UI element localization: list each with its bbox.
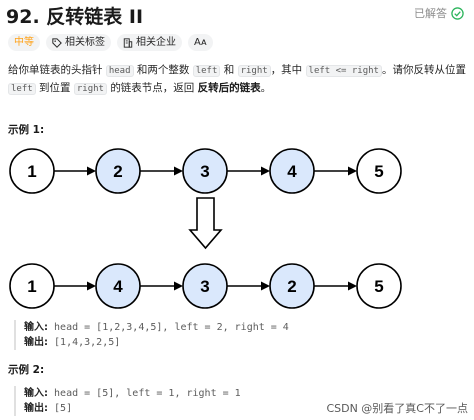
example2-title: 示例 2: bbox=[8, 364, 45, 376]
desc-bold: 反转后的链表 bbox=[197, 82, 261, 94]
after-node-label-3: 3 bbox=[200, 277, 209, 296]
list-before-reversal: 1 2 3 4 5 bbox=[9, 148, 402, 194]
difficulty-badge[interactable]: 中等 bbox=[8, 34, 40, 51]
code-head: head bbox=[105, 65, 134, 77]
after-node-label-5: 5 bbox=[374, 277, 383, 296]
before-node-4 bbox=[269, 148, 315, 194]
before-arrowhead-2 bbox=[174, 166, 183, 176]
related-companies-button[interactable]: 相关企业 bbox=[117, 34, 182, 51]
after-arrowhead-1 bbox=[87, 281, 96, 291]
before-node-label-5: 5 bbox=[374, 162, 383, 181]
desc-text: 给你单链表的头指针 bbox=[8, 64, 103, 76]
desc-text: 。 bbox=[260, 82, 272, 94]
desc-text: 。请你反转从位置 bbox=[381, 64, 466, 76]
output-label: 输出: bbox=[24, 403, 48, 414]
desc-text: 和 bbox=[223, 64, 235, 76]
before-node-label-3: 3 bbox=[200, 162, 209, 181]
problem-description: 给你单链表的头指针 head 和两个整数 left 和 right，其中 lef… bbox=[8, 62, 468, 98]
check-circle-icon bbox=[451, 6, 464, 20]
linked-list-diagram: 1 2 3 4 5 1 4 3 2 5 bbox=[9, 148, 402, 309]
list-after-reversal: 1 4 3 2 5 bbox=[9, 263, 402, 309]
before-node-label-4: 4 bbox=[287, 162, 297, 181]
desc-text: ，其中 bbox=[270, 64, 303, 76]
before-arrowhead-1 bbox=[87, 166, 96, 176]
after-node-label-2: 4 bbox=[113, 277, 123, 296]
before-node-2 bbox=[95, 148, 141, 194]
example1-output: [1,4,3,2,5] bbox=[54, 337, 121, 348]
font-size-button[interactable]: Aᴀ bbox=[188, 34, 213, 51]
before-node-5 bbox=[356, 148, 402, 194]
code-right: right bbox=[73, 83, 107, 95]
before-arrowhead-3 bbox=[261, 166, 270, 176]
after-arrowhead-3 bbox=[261, 281, 270, 291]
example1-io: 输入: head = [1,2,3,4,5], left = 2, right … bbox=[14, 320, 289, 350]
code-left: left bbox=[192, 65, 221, 77]
output-label: 输出: bbox=[24, 337, 48, 348]
desc-text: 和两个整数 bbox=[136, 64, 190, 76]
example2-output: [5] bbox=[54, 403, 73, 414]
related-tags-label: 相关标签 bbox=[65, 37, 105, 48]
example2-input: head = [5], left = 1, right = 1 bbox=[54, 388, 241, 399]
desc-text: 到位置 bbox=[39, 82, 71, 94]
before-node-1 bbox=[9, 148, 55, 194]
code-condition: left <= right bbox=[305, 65, 382, 77]
after-node-4 bbox=[269, 263, 315, 309]
before-arrowhead-4 bbox=[348, 166, 357, 176]
desc-text: 的链表节点，返回 bbox=[110, 82, 195, 94]
before-node-label-2: 2 bbox=[113, 162, 122, 181]
solved-label: 已解答 bbox=[414, 7, 447, 20]
after-node-3 bbox=[182, 263, 228, 309]
after-node-1 bbox=[9, 263, 55, 309]
down-arrow-icon bbox=[188, 197, 223, 250]
company-icon bbox=[123, 37, 133, 48]
before-node-3 bbox=[182, 148, 228, 194]
before-node-label-1: 1 bbox=[27, 162, 36, 181]
code-right: right bbox=[237, 65, 271, 77]
problem-title: 92. 反转链表 II bbox=[6, 6, 144, 28]
example1-input: head = [1,2,3,4,5], left = 2, right = 4 bbox=[54, 322, 289, 333]
tag-icon bbox=[52, 37, 62, 48]
input-label: 输入: bbox=[24, 322, 48, 333]
tag-bar: 中等 相关标签 相关企业 Aᴀ bbox=[8, 34, 213, 51]
watermark: CSDN @别看了真C不了一点 bbox=[326, 402, 468, 415]
example2-io: 输入: head = [5], left = 1, right = 1 输出: … bbox=[14, 386, 241, 416]
related-tags-button[interactable]: 相关标签 bbox=[46, 34, 111, 51]
after-arrowhead-2 bbox=[174, 281, 183, 291]
code-left: left bbox=[8, 83, 36, 95]
input-label: 输入: bbox=[24, 388, 48, 399]
after-node-label-1: 1 bbox=[27, 277, 36, 296]
solved-status: 已解答 bbox=[414, 5, 464, 21]
example1-title: 示例 1: bbox=[8, 124, 45, 136]
after-arrowhead-4 bbox=[348, 281, 357, 291]
after-node-2 bbox=[95, 263, 141, 309]
after-node-5 bbox=[356, 263, 402, 309]
related-companies-label: 相关企业 bbox=[136, 37, 176, 48]
after-node-label-4: 2 bbox=[287, 277, 296, 296]
